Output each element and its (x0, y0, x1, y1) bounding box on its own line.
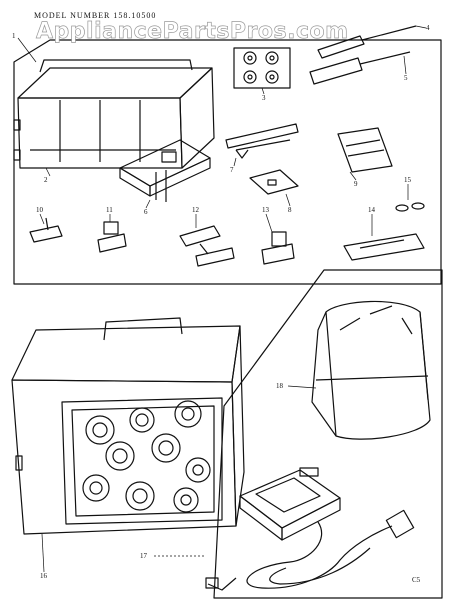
callout-16: 16 (40, 572, 47, 580)
callout-3: 3 (262, 94, 266, 102)
bobbins (233, 47, 291, 89)
leader-10 (39, 213, 45, 225)
model-number-label: MODEL NUMBER 158.10500 (34, 11, 157, 20)
seam-guide (343, 233, 425, 261)
seam-ripper (225, 123, 299, 159)
leader-2 (45, 167, 51, 177)
callout-1: 1 (12, 32, 16, 40)
dust-cover (311, 300, 431, 440)
callout-6: 6 (144, 208, 148, 216)
presser-foot-10 (29, 217, 63, 243)
buttonhole-attachment (119, 139, 211, 202)
callout-11: 11 (106, 206, 113, 214)
callout-4: 4 (426, 24, 430, 32)
leader-8 (285, 193, 291, 207)
upper-panel-border (13, 39, 442, 285)
callout-17: 17 (140, 552, 147, 560)
leader-18 (287, 385, 317, 389)
callout-10: 10 (36, 206, 43, 214)
leader-9 (349, 171, 357, 181)
felt-washers (395, 202, 425, 212)
leader-7 (233, 157, 237, 167)
callout-15: 15 (404, 176, 411, 184)
callout-2: 2 (44, 176, 48, 184)
leader-5 (403, 55, 407, 75)
callout-9: 9 (354, 180, 358, 188)
corner-code: C5 (412, 576, 421, 584)
needle-pack (337, 127, 393, 173)
leader-16 (41, 533, 45, 573)
presser-foot-11 (97, 221, 127, 253)
presser-foot-13 (261, 231, 295, 265)
callout-5: 5 (404, 74, 408, 82)
callout-18: 18 (276, 382, 283, 390)
leader-13 (265, 213, 273, 233)
lower-panel-border (213, 269, 443, 599)
leader-4 (415, 25, 427, 29)
callout-8: 8 (288, 206, 292, 214)
callout-7: 7 (230, 166, 234, 174)
watermark: AppliancePartsPros.com (36, 19, 349, 45)
leader-1 (17, 37, 37, 63)
foot-control (205, 467, 415, 591)
carrying-case (11, 317, 245, 535)
callout-13: 13 (262, 206, 269, 214)
accessory-tray (13, 59, 215, 169)
callout-12: 12 (192, 206, 199, 214)
leader-6 (145, 199, 151, 209)
presser-foot-12 (179, 225, 235, 267)
leader-3 (261, 87, 265, 95)
screwdrivers (309, 25, 417, 85)
throat-plate (249, 169, 299, 195)
callout-14: 14 (368, 206, 375, 214)
